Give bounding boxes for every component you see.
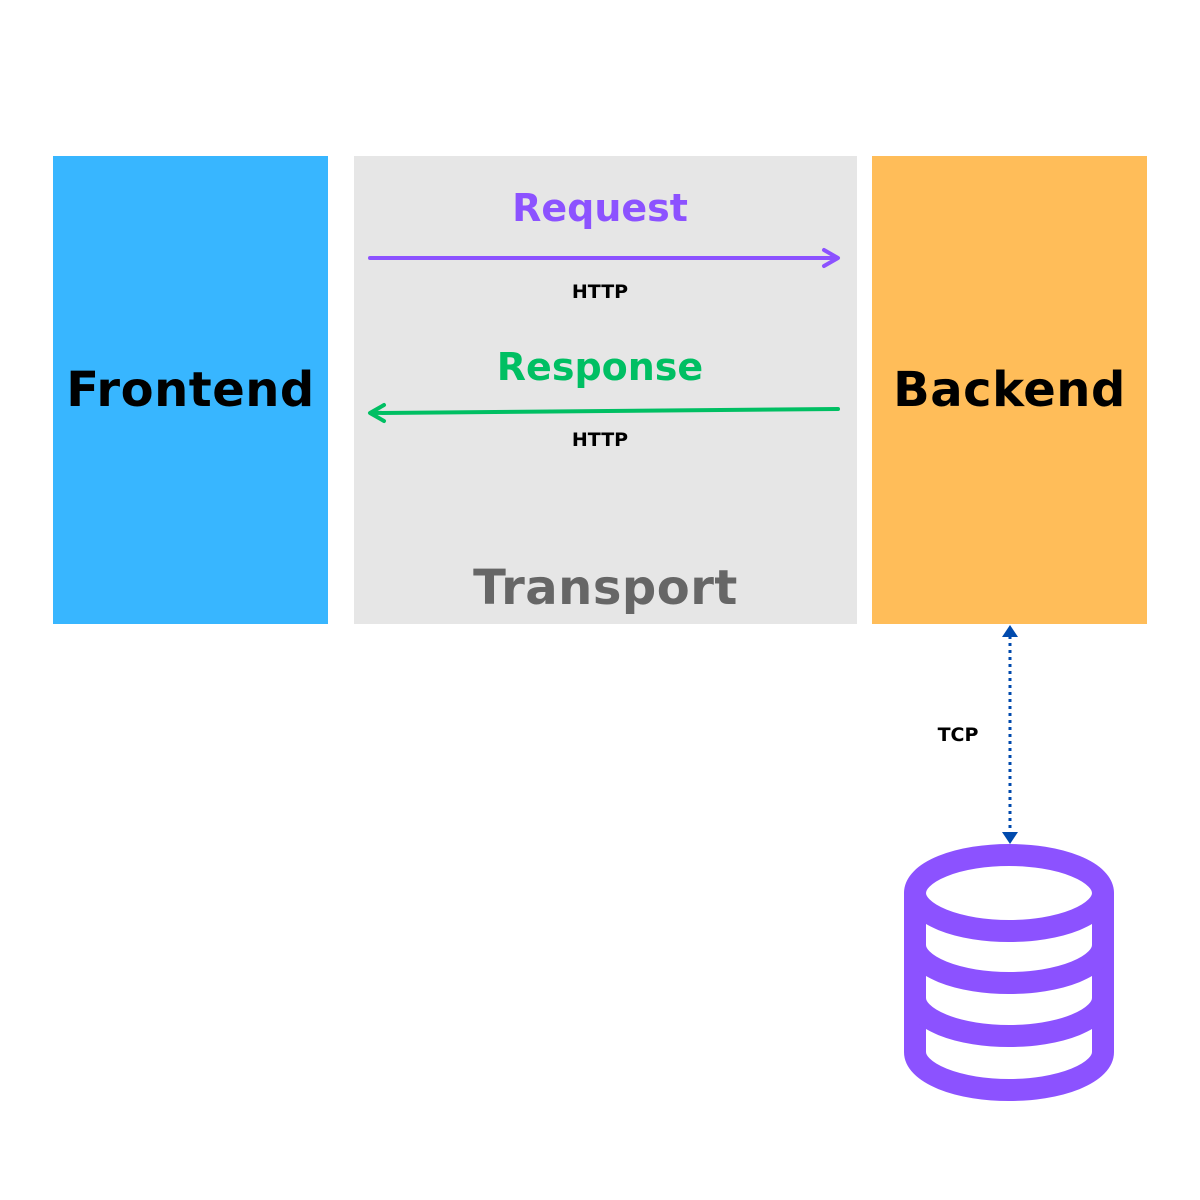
frontend-box: Frontend [53,156,328,624]
tcp-protocol-label: TCP [937,724,979,746]
frontend-label: Frontend [66,362,315,418]
backend-label: Backend [893,362,1126,418]
transport-label: Transport [473,560,738,616]
request-label: Request [512,186,688,230]
tcp-link-arrow [1002,625,1018,844]
request-protocol-label: HTTP [571,281,629,303]
transport-box [354,156,857,624]
response-label: Response [496,345,704,389]
response-protocol-label: HTTP [571,429,629,451]
database-icon [904,844,1114,1101]
backend-box: Backend [872,156,1147,624]
